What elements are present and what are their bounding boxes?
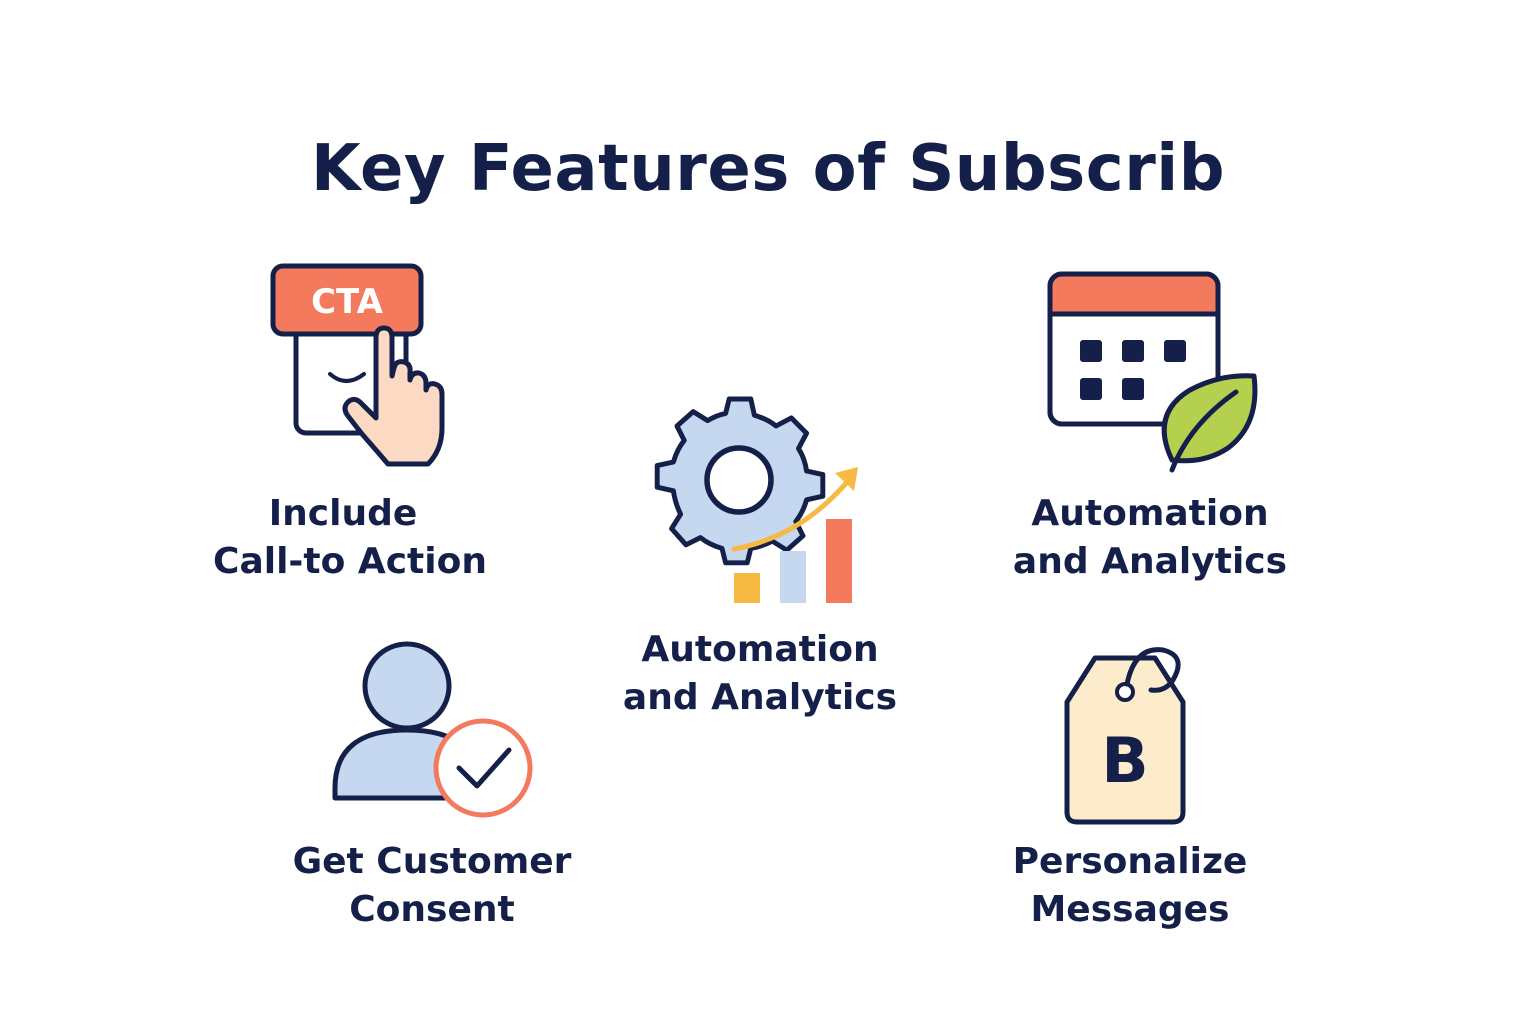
feature-line1: Personalize	[1012, 841, 1248, 882]
calendar-leaf-icon	[1047, 271, 1258, 473]
feature-label-personalize: Personalize Messages	[980, 838, 1280, 934]
cta-badge-text: CTA	[311, 282, 384, 322]
feature-label-automation-center: Automation and Analytics	[600, 626, 920, 722]
gear-growth-chart-icon	[654, 396, 858, 603]
feature-line2: Call-to Action	[213, 541, 487, 582]
feature-line1: Include	[268, 493, 418, 534]
feature-label-automation-right: Automation and Analytics	[1000, 490, 1300, 586]
feature-line2: and Analytics	[1012, 541, 1288, 582]
feature-line2: Consent	[349, 889, 515, 930]
feature-line1: Automation	[641, 629, 879, 670]
feature-line2: Messages	[1030, 889, 1230, 930]
user-check-icon	[332, 641, 533, 818]
feature-line1: Get Customer	[292, 841, 572, 882]
feature-label-consent: Get Customer Consent	[282, 838, 582, 934]
feature-line2: and Analytics	[622, 677, 898, 718]
price-tag-icon: B	[1064, 647, 1186, 825]
cta-hand-icon: CTA	[270, 263, 445, 467]
feature-label-cta: Include Call-to Action	[200, 490, 500, 586]
feature-line1: Automation	[1031, 493, 1269, 534]
page-title: Key Features of Subscrib	[311, 132, 1225, 206]
tag-letter: B	[1101, 724, 1148, 797]
